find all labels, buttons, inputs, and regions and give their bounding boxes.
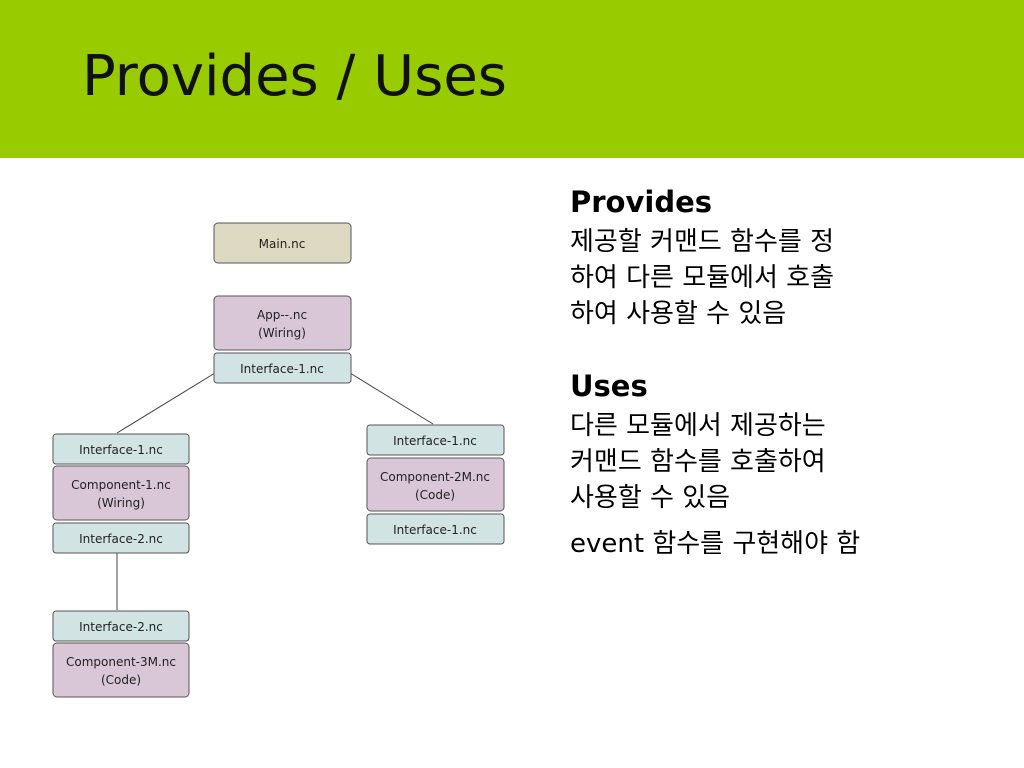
node-left-bottom-interface-label: Interface-2.nc [79,532,163,546]
uses-line-2: 커맨드 함수를 호출하여 [570,447,826,477]
node-main: Main.nc [213,222,352,264]
node-right-bottom-interface: Interface-1.nc [366,513,505,545]
node-left-component: Component-1.nc (Wiring) [52,465,190,521]
description-panel: Provides 제공할 커맨드 함수를 정 하여 다른 모듈에서 호출 하여 … [570,184,990,562]
uses-section: Uses 다른 모듈에서 제공하는 커맨드 함수를 호출하여 사용할 수 있음 … [570,368,990,562]
uses-description: 다른 모듈에서 제공하는 커맨드 함수를 호출하여 사용할 수 있음 [570,408,990,516]
node-main-label: Main.nc [259,237,306,251]
title-bar [0,0,1024,158]
node-bottom-interface-label: Interface-2.nc [79,620,163,634]
uses-line-3: 사용할 수 있음 [570,483,731,513]
node-bottom-component: Component-3M.nc (Code) [52,642,190,698]
provides-heading: Provides [570,185,713,219]
node-app-interface: Interface-1.nc [213,352,352,384]
connector-app-left [116,372,216,434]
node-app-line-1: App--.nc [257,308,307,322]
node-right-bottom-interface-label: Interface-1.nc [393,523,477,537]
node-right-top-interface-label: Interface-1.nc [393,434,477,448]
node-right-component: Component-2M.nc (Code) [366,457,505,512]
provides-line-1: 제공할 커맨드 함수를 정 [570,227,834,257]
node-right-component-line-2: (Code) [415,488,455,502]
connector-app-right [349,372,434,425]
node-bottom-component-line-1: Component-3M.nc [66,655,176,669]
node-bottom-interface: Interface-2.nc [52,610,190,642]
node-left-component-line-1: Component-1.nc [71,478,171,492]
provides-description: 제공할 커맨드 함수를 정 하여 다른 모듈에서 호출 하여 사용할 수 있음 [570,224,990,332]
event-note: event 함수를 구현해야 함 [570,529,861,559]
provides-line-2: 하여 다른 모듈에서 호출 [570,263,834,293]
node-right-top-interface: Interface-1.nc [366,424,505,456]
node-app: App--.nc (Wiring) [213,295,352,351]
uses-line-1: 다른 모듈에서 제공하는 [570,411,826,441]
node-right-component-line-1: Component-2M.nc [380,470,490,484]
node-left-component-line-2: (Wiring) [97,496,145,510]
slide-title: Provides / Uses [82,44,507,109]
node-left-bottom-interface: Interface-2.nc [52,522,190,554]
node-left-top-interface: Interface-1.nc [52,433,190,465]
node-left-top-interface-label: Interface-1.nc [79,443,163,457]
node-bottom-component-line-2: (Code) [101,673,141,687]
node-app-interface-label: Interface-1.nc [240,362,324,376]
provides-section: Provides 제공할 커맨드 함수를 정 하여 다른 모듈에서 호출 하여 … [570,184,990,332]
node-app-line-2: (Wiring) [258,326,306,340]
provides-line-3: 하여 사용할 수 있음 [570,299,787,329]
uses-heading: Uses [570,369,648,403]
